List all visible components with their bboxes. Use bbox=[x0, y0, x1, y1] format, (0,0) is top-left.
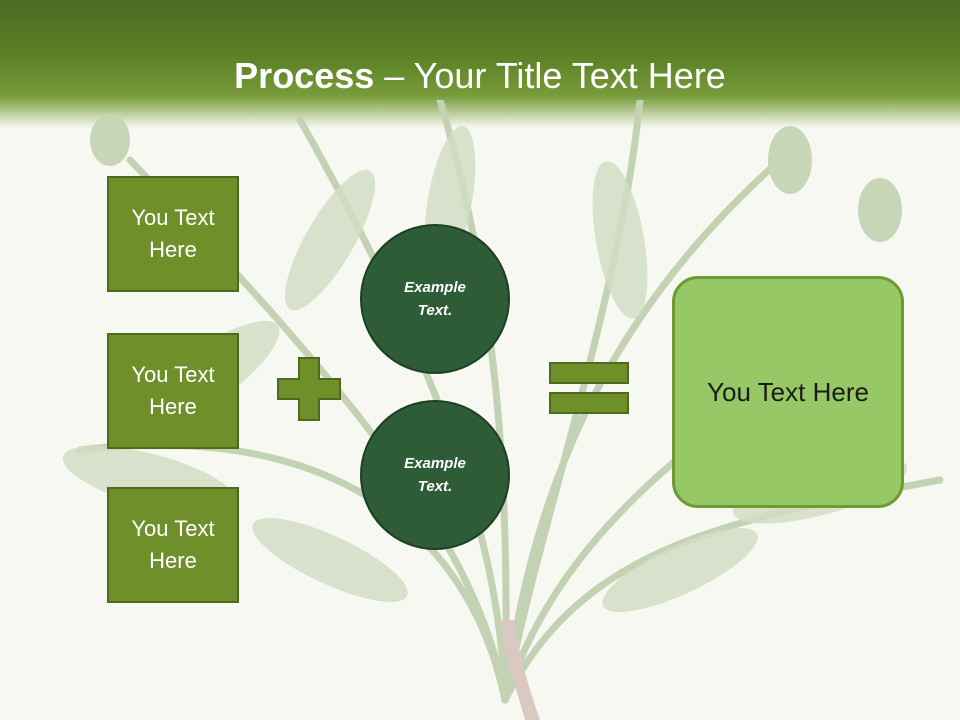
input-box-2-label: You Text Here bbox=[131, 362, 215, 419]
equals-icon bbox=[549, 362, 629, 414]
input-box-1-label: You Text Here bbox=[131, 205, 215, 262]
input-box-3: You Text Here bbox=[107, 487, 239, 603]
circle-2: Example Text. bbox=[360, 400, 510, 550]
result-label: You Text Here bbox=[707, 376, 869, 407]
circle-1: Example Text. bbox=[360, 224, 510, 374]
header-bar bbox=[0, 0, 960, 128]
slide-title: Process – Your Title Text Here bbox=[0, 54, 960, 98]
title-rest: – Your Title Text Here bbox=[374, 55, 726, 96]
input-box-3-label: You Text Here bbox=[131, 516, 215, 573]
circle-2-label: Example Text. bbox=[404, 455, 466, 495]
result-box: You Text Here bbox=[672, 276, 904, 508]
input-box-2: You Text Here bbox=[107, 333, 239, 449]
circle-1-label: Example Text. bbox=[404, 279, 466, 319]
title-bold: Process bbox=[234, 55, 375, 96]
input-box-1: You Text Here bbox=[107, 176, 239, 292]
plus-icon bbox=[277, 357, 341, 421]
